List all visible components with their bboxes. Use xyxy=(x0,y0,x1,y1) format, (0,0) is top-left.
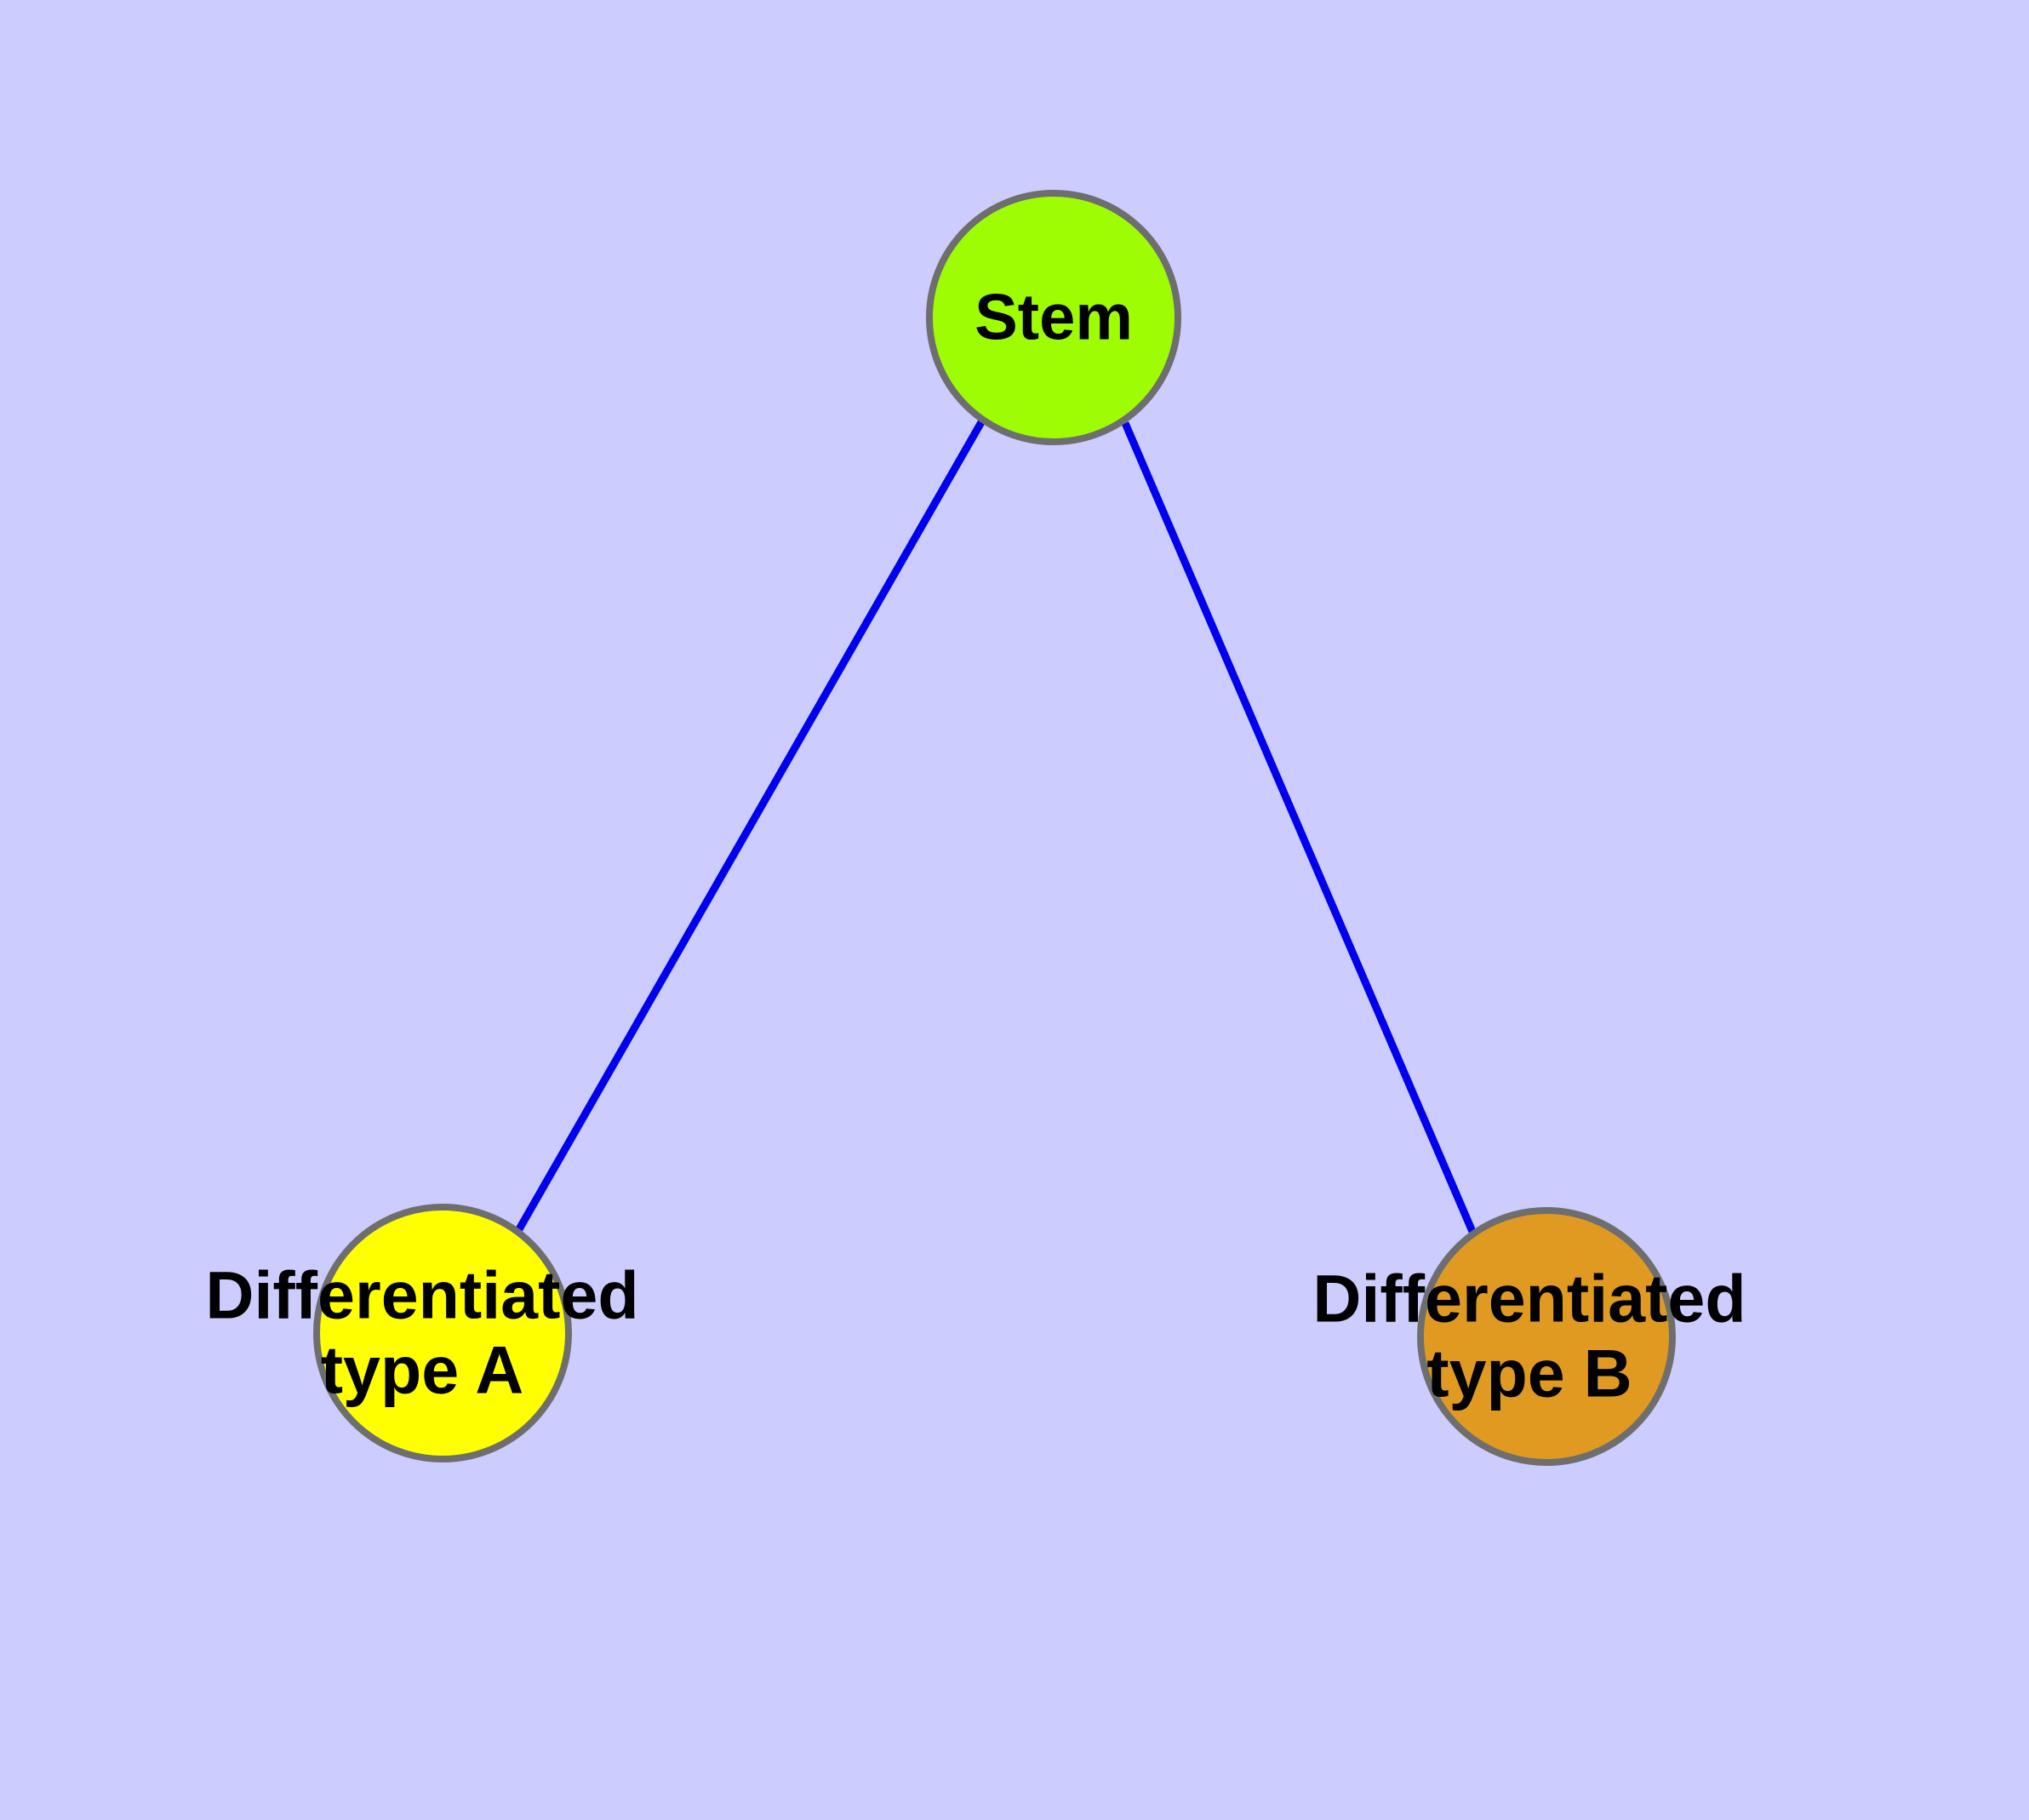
edge-stem-to-differentiated-type-a[interactable] xyxy=(516,420,985,1232)
node-stem[interactable] xyxy=(926,190,1181,445)
node-differentiated-type-a[interactable] xyxy=(313,1204,572,1462)
edge-stem-to-differentiated-type-b[interactable] xyxy=(1121,421,1477,1235)
node-differentiated-type-b[interactable] xyxy=(1417,1207,1676,1466)
